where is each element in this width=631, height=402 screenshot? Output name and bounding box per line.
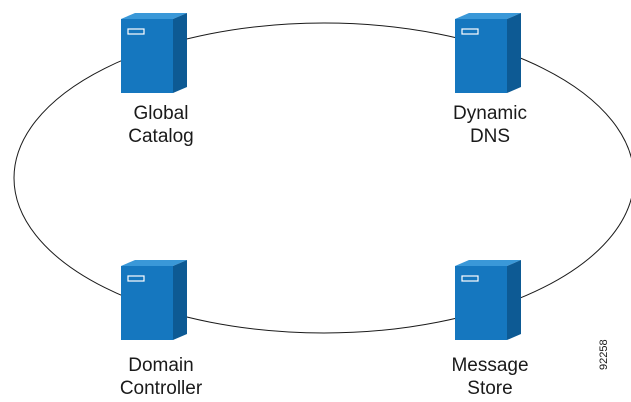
- label-line: Domain: [128, 355, 194, 376]
- server-icon-domain-controller: [121, 260, 187, 340]
- label-line: DNS: [469, 126, 511, 147]
- label-global-catalog: Global Catalog: [91, 102, 231, 148]
- label-message-store: Message Store: [420, 354, 560, 400]
- server-icon-message-store: [455, 260, 521, 340]
- label-line: Catalog: [128, 126, 194, 147]
- label-dynamic-dns: Dynamic DNS: [420, 102, 560, 148]
- label-line: Dynamic: [453, 103, 527, 124]
- label-line: Message: [451, 355, 529, 376]
- network-ring: [13, 22, 631, 334]
- server-icon-global-catalog: [121, 13, 187, 93]
- server-icon-dynamic-dns: [455, 13, 521, 93]
- label-line: Store: [467, 378, 513, 399]
- label-line: Controller: [119, 378, 203, 399]
- label-line: Global: [133, 103, 189, 124]
- label-domain-controller: Domain Controller: [91, 354, 231, 400]
- figure-id: 92258: [598, 339, 610, 370]
